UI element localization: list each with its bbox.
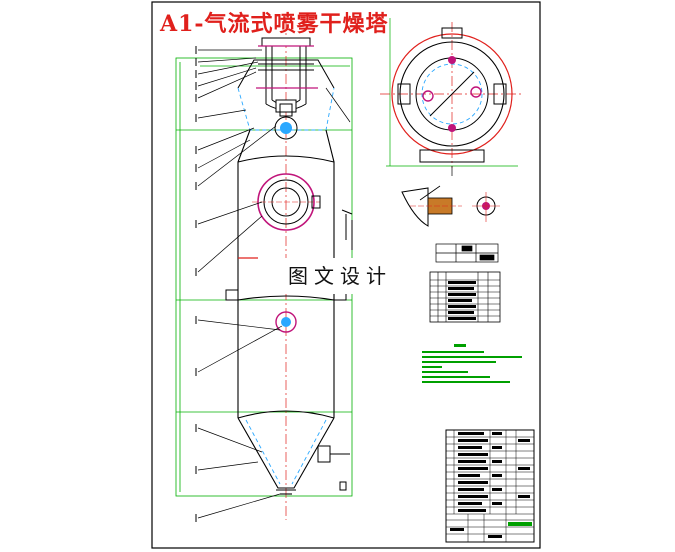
manhole	[252, 173, 321, 231]
drawing-title: A1-气流式喷雾干燥塔	[160, 11, 389, 37]
top-head	[237, 59, 335, 89]
spec-table	[435, 243, 499, 263]
side-outlet	[317, 445, 350, 491]
tower-body	[237, 129, 335, 419]
part-leaders	[197, 49, 351, 519]
technical-requirements	[422, 344, 522, 383]
detail-views	[401, 185, 500, 227]
sheet-border	[151, 1, 541, 549]
elevation-view	[175, 20, 353, 522]
sight-glass-upper	[274, 103, 298, 140]
cone-bottom	[237, 417, 335, 495]
support-lugs	[225, 209, 353, 301]
nozzle-table	[429, 271, 501, 323]
title-block	[445, 429, 535, 543]
sight-glass-lower	[275, 311, 297, 333]
watermark-text: 图文设计	[266, 258, 414, 294]
top-view	[380, 18, 524, 176]
